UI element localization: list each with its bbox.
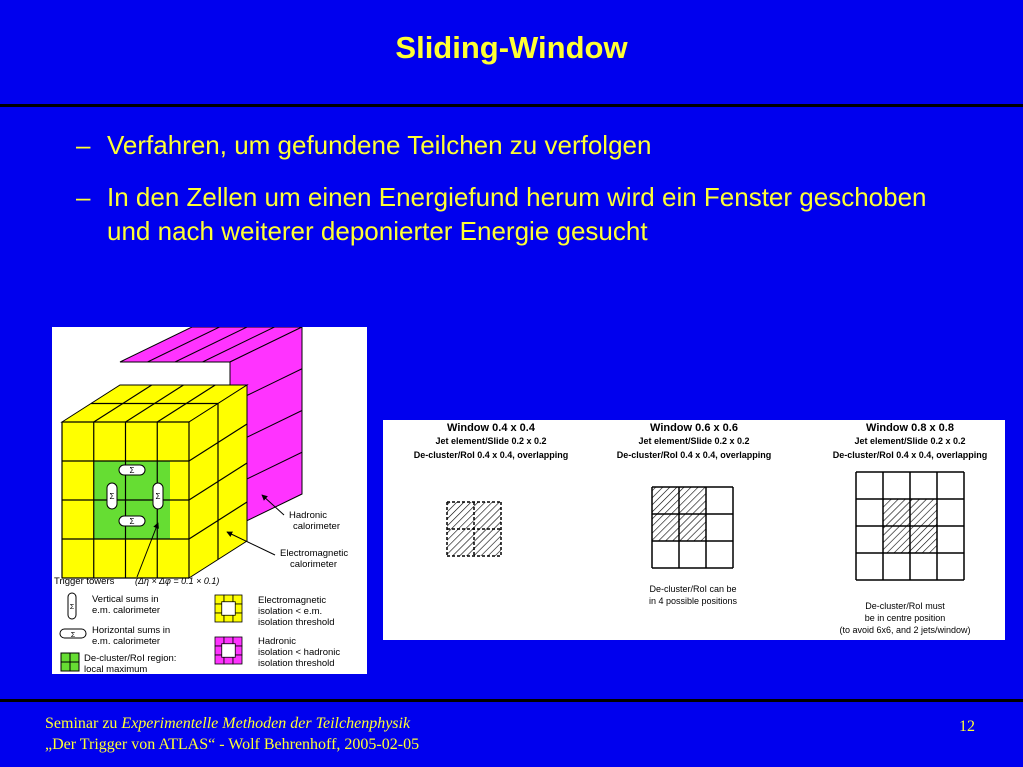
calorimeter-figure: Σ Σ Σ Σ Hadronic calorimeter Electromagn… — [52, 327, 367, 674]
svg-text:isolation < hadronic: isolation < hadronic — [258, 647, 340, 658]
svg-text:Σ: Σ — [130, 517, 135, 526]
em-isolation-icon — [214, 594, 243, 623]
svg-text:Electromagnetic: Electromagnetic — [258, 595, 326, 606]
hadronic-label-2: calorimeter — [293, 521, 340, 532]
title-divider — [0, 104, 1023, 107]
had-isolation-icon — [214, 636, 243, 665]
footer-divider — [0, 699, 1023, 702]
vertical-sum-left: Σ — [106, 482, 118, 510]
svg-text:be in centre position: be in centre position — [865, 613, 946, 623]
window-0.4: Window 0.4 x 0.4 Jet element/Slide 0.2 x… — [414, 422, 569, 557]
svg-text:(to avoid 6x6, and 2 jets/wind: (to avoid 6x6, and 2 jets/window) — [839, 625, 970, 635]
footer: Seminar zu Experimentelle Methoden der T… — [45, 713, 419, 755]
legend-em-isolation: Electromagnetic isolation < e.m. isolati… — [214, 594, 335, 628]
bullet-dash: – — [76, 130, 91, 160]
trigger-towers-label: Trigger towers — [54, 576, 115, 587]
window-0.6: Window 0.6 x 0.6 Jet element/Slide 0.2 x… — [617, 422, 772, 606]
svg-text:De-cluster/RoI can be: De-cluster/RoI can be — [649, 584, 736, 594]
tower-leader — [136, 522, 159, 578]
svg-text:isolation threshold: isolation threshold — [258, 658, 335, 669]
window-0.8: Window 0.8 x 0.8 Jet element/Slide 0.2 x… — [833, 422, 988, 635]
horizontal-sum-top: Σ — [118, 464, 146, 476]
sliding-windows-figure: Window 0.4 x 0.4 Jet element/Slide 0.2 x… — [383, 420, 1005, 640]
svg-text:Window 0.8 x 0.8: Window 0.8 x 0.8 — [866, 422, 954, 434]
svg-text:Window 0.6 x 0.6: Window 0.6 x 0.6 — [650, 422, 738, 434]
slide-title: Sliding-Window — [395, 30, 628, 65]
svg-text:Jet element/Slide 0.2 x 0.2: Jet element/Slide 0.2 x 0.2 — [435, 436, 546, 446]
calorimeter-diagram: Σ Σ Σ Σ Hadronic calorimeter Electromagn… — [54, 327, 348, 674]
page-number: 12 — [959, 718, 975, 735]
svg-text:isolation threshold: isolation threshold — [258, 617, 335, 628]
bullet-text: In den Zellen um einen Energiefund herum… — [107, 182, 927, 246]
hadronic-label-1: Hadronic — [289, 510, 327, 521]
em-label-2: calorimeter — [290, 559, 337, 570]
trigger-towers-formula: (Δη × Δφ = 0.1 × 0.1) — [135, 576, 219, 586]
legend-horizontal-sums: Σ Horizontal sums in e.m. calorimeter — [59, 625, 170, 647]
svg-text:Σ: Σ — [110, 492, 115, 501]
svg-text:in 4 possible positions: in 4 possible positions — [649, 596, 738, 606]
svg-text:De-cluster/RoI 0.4 x 0.4, over: De-cluster/RoI 0.4 x 0.4, overlapping — [833, 450, 988, 460]
footer-line-1: Seminar zu Experimentelle Methoden der T… — [45, 715, 411, 732]
svg-text:e.m. calorimeter: e.m. calorimeter — [92, 605, 160, 616]
svg-text:Hadronic: Hadronic — [258, 636, 296, 647]
svg-text:Jet element/Slide 0.2 x 0.2: Jet element/Slide 0.2 x 0.2 — [854, 436, 965, 446]
svg-text:e.m. calorimeter: e.m. calorimeter — [92, 636, 160, 647]
windows-diagram: Window 0.4 x 0.4 Jet element/Slide 0.2 x… — [414, 422, 988, 635]
bullet-list: – Verfahren, um gefundene Teilchen zu ve… — [76, 128, 976, 266]
footer-line-2: „Der Trigger von ATLAS“ - Wolf Behrenhof… — [45, 736, 420, 753]
svg-text:isolation < e.m.: isolation < e.m. — [258, 606, 322, 617]
em-grid — [61, 384, 248, 579]
svg-text:Window 0.4 x 0.4: Window 0.4 x 0.4 — [447, 422, 536, 434]
legend-had-isolation: Hadronic isolation < hadronic isolation … — [214, 636, 340, 669]
hadronic-leader — [261, 494, 285, 516]
svg-text:Σ: Σ — [71, 632, 76, 639]
bullet-text: Verfahren, um gefundene Teilchen zu verf… — [107, 130, 652, 160]
vertical-sum-right: Σ — [152, 482, 164, 510]
svg-text:De-cluster/RoI region:: De-cluster/RoI region: — [84, 653, 176, 664]
svg-text:Σ: Σ — [156, 492, 161, 501]
legend-decluster-region: De-cluster/RoI region: local maximum — [60, 652, 176, 674]
bullet-item: – Verfahren, um gefundene Teilchen zu ve… — [76, 128, 976, 162]
svg-text:Vertical sums in: Vertical sums in — [92, 594, 159, 605]
em-label-1: Electromagnetic — [280, 548, 348, 559]
legend-vertical-sums: Σ Vertical sums in e.m. calorimeter — [67, 592, 160, 620]
svg-text:local maximum: local maximum — [84, 664, 147, 674]
svg-text:Horizontal sums in: Horizontal sums in — [92, 625, 170, 636]
bullet-dash: – — [76, 182, 91, 212]
em-leader — [226, 531, 276, 556]
horizontal-sum-bottom: Σ — [118, 515, 146, 527]
svg-text:Jet element/Slide 0.2 x 0.2: Jet element/Slide 0.2 x 0.2 — [638, 436, 749, 446]
svg-text:Σ: Σ — [70, 604, 75, 611]
bullet-item: – In den Zellen um einen Energiefund her… — [76, 180, 976, 248]
svg-text:Σ: Σ — [130, 466, 135, 475]
svg-text:De-cluster/RoI 0.4 x 0.4, over: De-cluster/RoI 0.4 x 0.4, overlapping — [414, 450, 569, 460]
svg-text:De-cluster/RoI 0.4 x 0.4, over: De-cluster/RoI 0.4 x 0.4, overlapping — [617, 450, 772, 460]
svg-text:De-cluster/RoI must: De-cluster/RoI must — [865, 601, 945, 611]
